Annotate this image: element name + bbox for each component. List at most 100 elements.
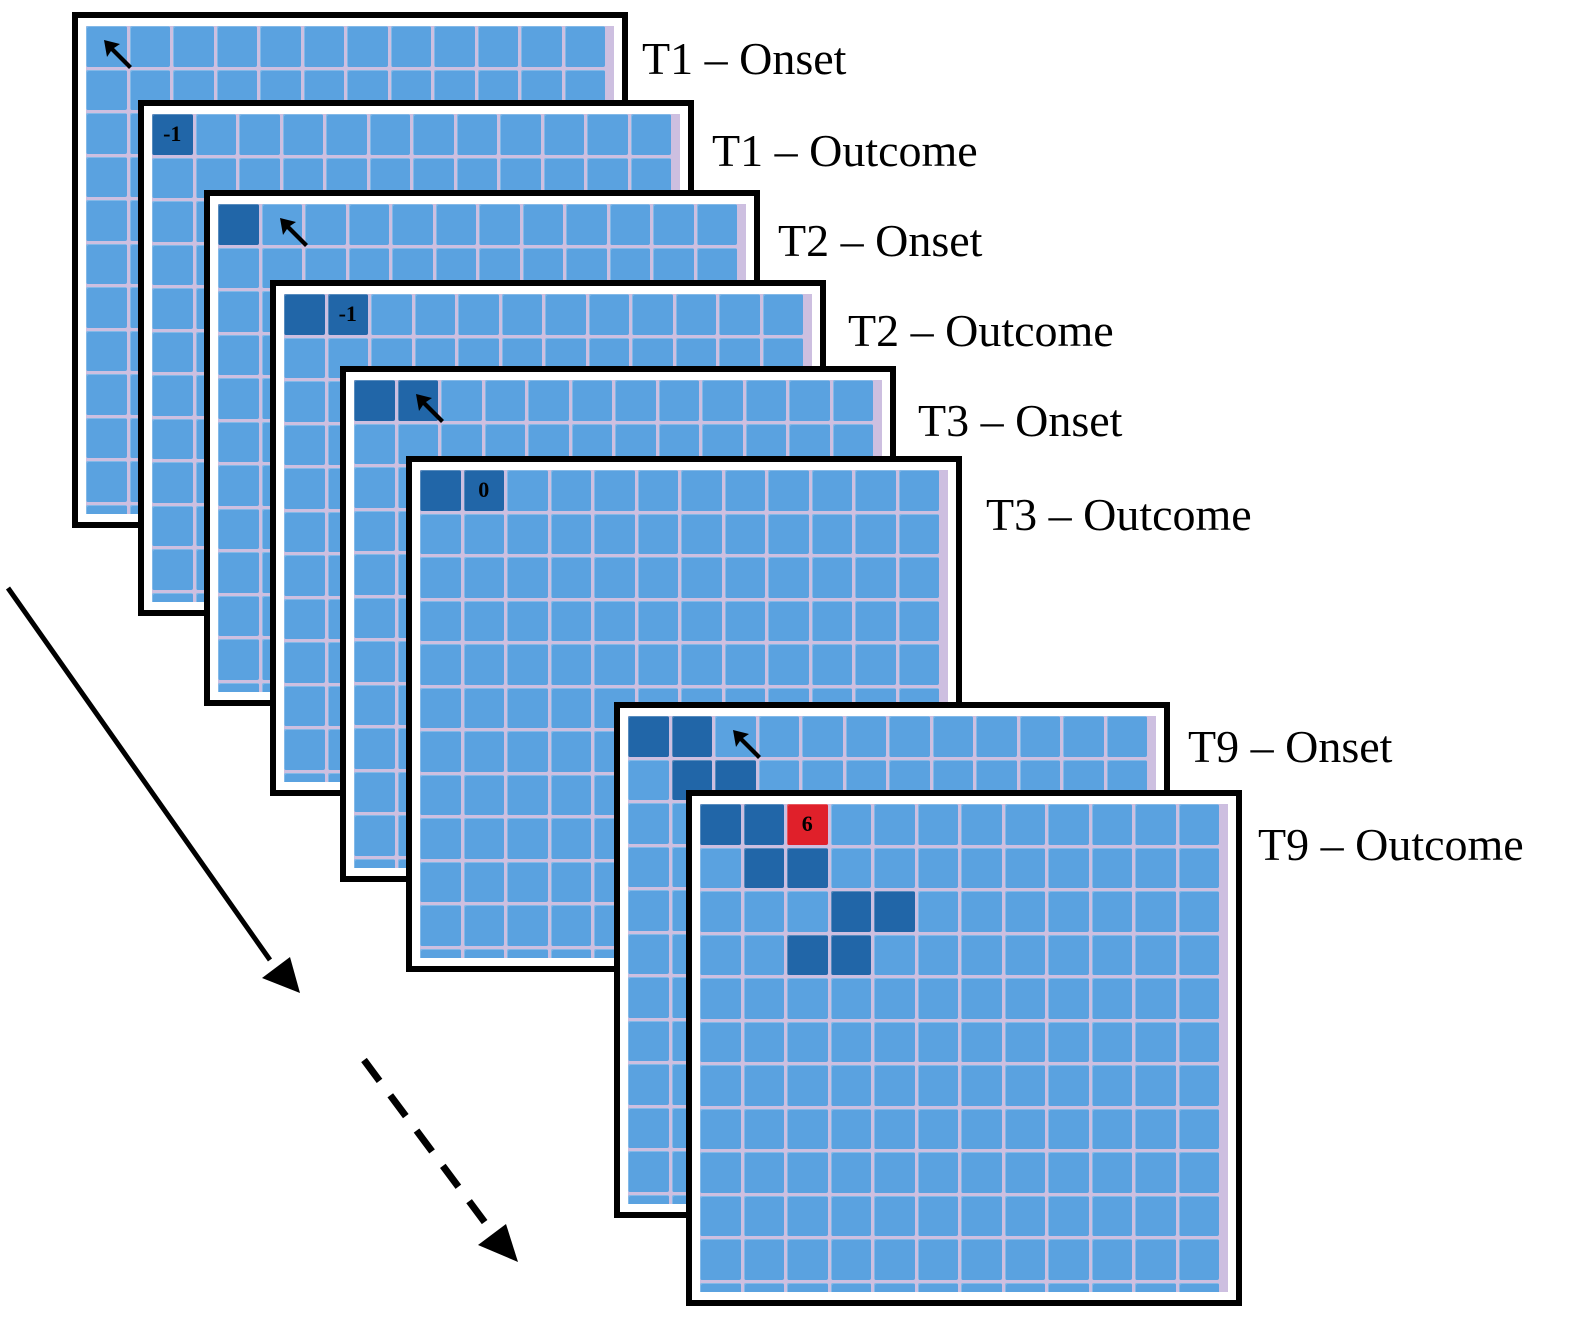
revealed-tile[interactable]: 0: [463, 470, 504, 511]
hidden-tile[interactable]: [917, 1152, 958, 1193]
hidden-tile[interactable]: [743, 1282, 784, 1292]
hidden-tile[interactable]: [787, 1152, 828, 1193]
hidden-tile[interactable]: [507, 861, 548, 902]
hidden-tile[interactable]: [1048, 1239, 1089, 1280]
hidden-tile[interactable]: [413, 114, 454, 155]
hidden-tile[interactable]: [743, 1021, 784, 1062]
hidden-tile[interactable]: [768, 470, 809, 511]
hidden-tile[interactable]: [284, 381, 325, 422]
revealed-tile[interactable]: [743, 847, 784, 888]
hidden-tile[interactable]: [609, 204, 650, 245]
hidden-tile[interactable]: [550, 818, 591, 859]
hidden-tile[interactable]: [218, 508, 259, 549]
hidden-tile[interactable]: [961, 1021, 1002, 1062]
hidden-tile[interactable]: [587, 114, 628, 155]
hidden-tile[interactable]: [855, 470, 896, 511]
hidden-tile[interactable]: [830, 1021, 871, 1062]
hidden-tile[interactable]: [917, 1195, 958, 1236]
hidden-tile[interactable]: [420, 557, 461, 598]
hidden-tile[interactable]: [898, 557, 939, 598]
hidden-tile[interactable]: [456, 114, 497, 155]
hidden-tile[interactable]: [743, 1239, 784, 1280]
hidden-tile[interactable]: [874, 804, 915, 845]
hidden-tile[interactable]: [724, 557, 765, 598]
hidden-tile[interactable]: [550, 905, 591, 946]
hidden-tile[interactable]: [86, 461, 127, 502]
hidden-tile[interactable]: [152, 549, 193, 590]
hidden-tile[interactable]: [218, 421, 259, 462]
hidden-tile[interactable]: [628, 1194, 669, 1204]
hidden-tile[interactable]: [1048, 1021, 1089, 1062]
hidden-tile[interactable]: [745, 380, 786, 421]
hidden-tile[interactable]: [681, 600, 722, 641]
hidden-tile[interactable]: [1178, 847, 1219, 888]
hidden-tile[interactable]: [628, 1151, 669, 1192]
hidden-tile[interactable]: [507, 774, 548, 815]
hidden-tile[interactable]: [218, 465, 259, 506]
hidden-tile[interactable]: [463, 818, 504, 859]
hidden-tile[interactable]: [1091, 1152, 1132, 1193]
hidden-tile[interactable]: [802, 716, 843, 757]
hidden-tile[interactable]: [1135, 847, 1176, 888]
hidden-tile[interactable]: [743, 1152, 784, 1193]
hidden-tile[interactable]: [218, 291, 259, 332]
hidden-tile[interactable]: [961, 1282, 1002, 1292]
hidden-tile[interactable]: [507, 818, 548, 859]
hidden-tile[interactable]: [303, 26, 344, 67]
hidden-tile[interactable]: [463, 948, 504, 958]
hidden-tile[interactable]: [653, 204, 694, 245]
hidden-tile[interactable]: [961, 1195, 1002, 1236]
hidden-tile[interactable]: [550, 470, 591, 511]
hidden-tile[interactable]: [811, 644, 852, 685]
hidden-tile[interactable]: [1048, 978, 1089, 1019]
hidden-tile[interactable]: [787, 978, 828, 1019]
hidden-tile[interactable]: [1091, 1021, 1132, 1062]
hidden-tile[interactable]: [392, 204, 433, 245]
hidden-tile[interactable]: [479, 204, 520, 245]
hidden-tile[interactable]: [284, 685, 325, 726]
hidden-tile[interactable]: [1048, 934, 1089, 975]
hidden-tile[interactable]: [1135, 891, 1176, 932]
hidden-tile[interactable]: [724, 513, 765, 554]
hidden-tile[interactable]: [566, 204, 607, 245]
hidden-tile[interactable]: [218, 552, 259, 593]
hidden-tile[interactable]: [571, 380, 612, 421]
hidden-tile[interactable]: [787, 891, 828, 932]
hidden-tile[interactable]: [681, 513, 722, 554]
hidden-tile[interactable]: [173, 26, 214, 67]
hidden-tile[interactable]: [768, 557, 809, 598]
hidden-tile[interactable]: [458, 294, 499, 335]
hidden-tile[interactable]: [811, 470, 852, 511]
hidden-tile[interactable]: [830, 978, 871, 1019]
hidden-tile[interactable]: [961, 978, 1002, 1019]
hidden-tile[interactable]: [284, 598, 325, 639]
hidden-tile[interactable]: [545, 294, 586, 335]
hidden-tile[interactable]: [855, 644, 896, 685]
hidden-tile[interactable]: [1178, 1021, 1219, 1062]
hidden-tile[interactable]: [917, 1282, 958, 1292]
hidden-tile[interactable]: [628, 977, 669, 1018]
hidden-tile[interactable]: [354, 597, 395, 638]
hidden-tile[interactable]: [874, 978, 915, 1019]
hidden-tile[interactable]: [830, 847, 871, 888]
hidden-tile[interactable]: [354, 771, 395, 812]
hidden-tile[interactable]: [681, 470, 722, 511]
hidden-tile[interactable]: [414, 294, 455, 335]
hidden-tile[interactable]: [86, 374, 127, 415]
hidden-tile[interactable]: [239, 114, 280, 155]
hidden-tile[interactable]: [152, 592, 193, 602]
revealed-tile[interactable]: [284, 294, 325, 335]
hidden-tile[interactable]: [501, 294, 542, 335]
hidden-tile[interactable]: [628, 846, 669, 887]
hidden-tile[interactable]: [787, 1108, 828, 1149]
hidden-tile[interactable]: [1178, 1152, 1219, 1193]
hidden-tile[interactable]: [700, 891, 741, 932]
hidden-tile[interactable]: [700, 1108, 741, 1149]
hidden-tile[interactable]: [550, 687, 591, 728]
hidden-tile[interactable]: [354, 467, 395, 508]
hidden-tile[interactable]: [463, 687, 504, 728]
hidden-tile[interactable]: [543, 114, 584, 155]
hidden-tile[interactable]: [1004, 804, 1045, 845]
hidden-tile[interactable]: [628, 933, 669, 974]
hidden-tile[interactable]: [507, 687, 548, 728]
